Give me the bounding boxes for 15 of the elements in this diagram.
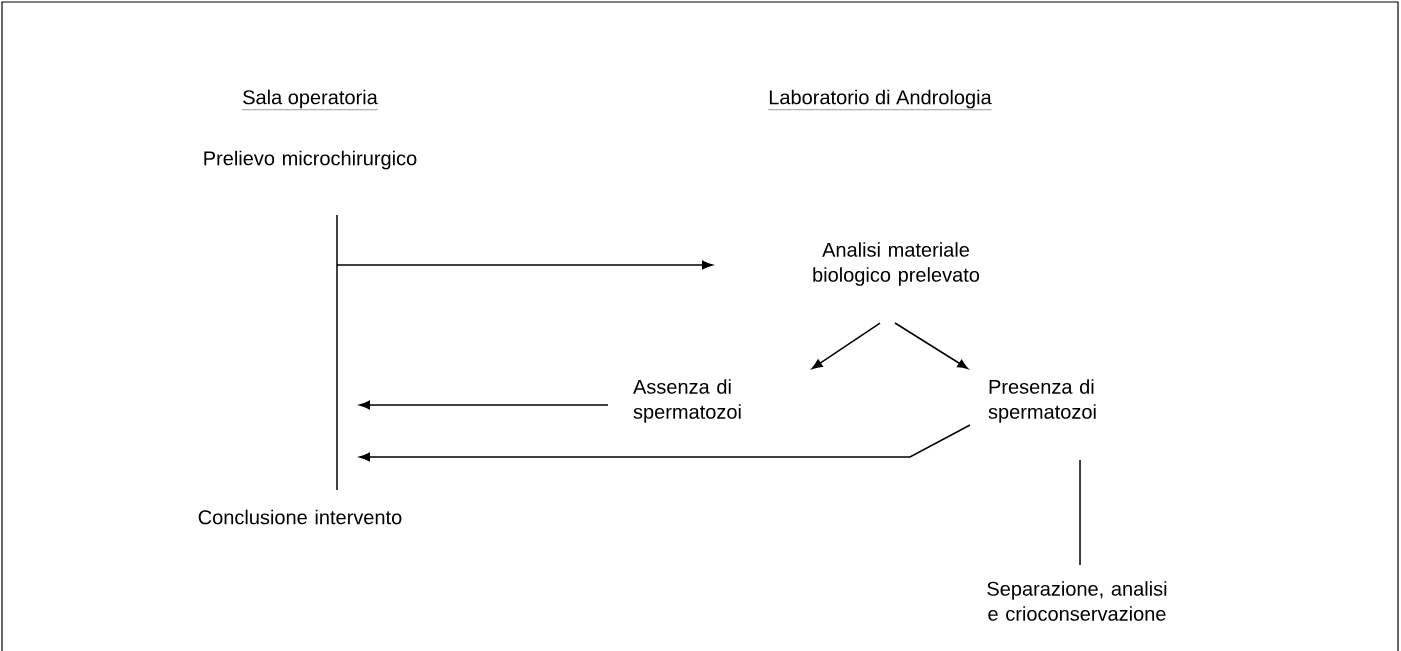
arrow <box>811 322 881 370</box>
timeline-line <box>336 215 338 490</box>
step-text: Assenza di spermatozoi <box>633 379 741 423</box>
step-text: Presenza di spermatozoi <box>988 379 1096 423</box>
arrow <box>359 400 609 410</box>
arrow <box>359 424 971 462</box>
step-text: Analisi materiale biologico prelevato <box>813 242 980 286</box>
arrow <box>336 260 713 270</box>
step-text: Separazione, analisi e crioconservazione <box>987 581 1167 621</box>
step-text: Conclusione intervento <box>198 509 402 525</box>
arrow <box>894 322 969 370</box>
column-heading: Laboratorio di Andrologia <box>768 89 992 110</box>
column-heading: Sala operatoria <box>242 89 378 110</box>
step-text: Prelievo microchirurgico <box>204 150 417 170</box>
connector-line <box>1079 459 1081 566</box>
